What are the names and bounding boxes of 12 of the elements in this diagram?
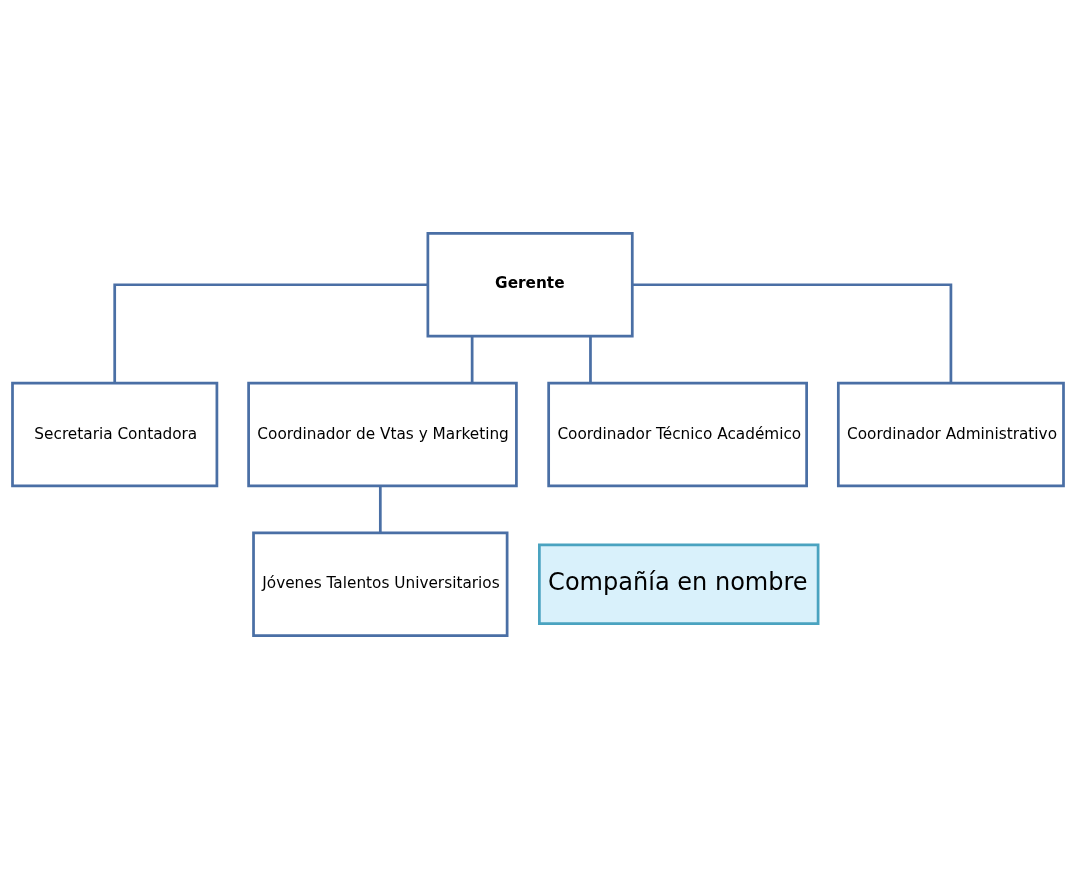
connector	[632, 283, 953, 383]
connector	[113, 283, 428, 383]
node-box: Coordinador Administrativo	[836, 381, 1065, 488]
node-box: Gerente	[426, 232, 634, 338]
node-box: Secretaria Contadora	[11, 381, 219, 488]
connector	[470, 336, 474, 383]
node-box: Compañía en nombre	[538, 543, 820, 625]
connector	[378, 486, 382, 533]
node-box: Coordinador de Vtas y Marketing	[247, 381, 518, 488]
node-box: Jóvenes Talentos Universitarios	[252, 531, 509, 637]
node-box: Coordinador Técnico Académico	[547, 381, 808, 488]
connector	[589, 336, 592, 383]
